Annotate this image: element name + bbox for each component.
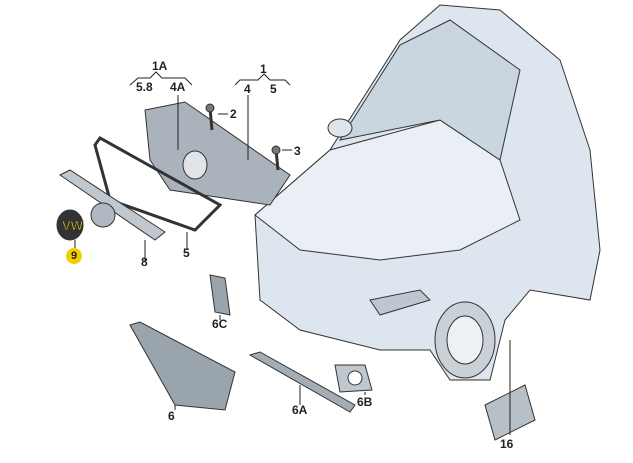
grille-upper: [144, 101, 291, 206]
label-6: 6: [168, 409, 175, 423]
label-5-top: 5: [270, 82, 277, 96]
label-1: 1: [260, 62, 267, 76]
label-2: 2: [230, 107, 237, 121]
car-windshield: [338, 19, 521, 161]
svg-text:VW: VW: [62, 218, 84, 233]
bracket: [209, 274, 231, 316]
label-16: 16: [500, 437, 514, 451]
grille-trim: [59, 169, 166, 241]
lower-grille: [129, 321, 236, 411]
label-8: 8: [141, 255, 148, 269]
lower-strip: [248, 351, 356, 413]
label-1A: 1A: [152, 59, 168, 73]
label-6C: 6C: [212, 317, 228, 331]
label-9-badge: 9: [66, 248, 82, 264]
label-6B: 6B: [357, 395, 373, 409]
grille-frame: [93, 136, 223, 232]
label-4A: 4A: [170, 80, 186, 94]
label-5-8: 5.8: [136, 80, 153, 94]
label-3: 3: [294, 144, 301, 158]
car-hood: [254, 119, 521, 261]
label-6A: 6A: [292, 403, 308, 417]
vw-emblem: [56, 209, 84, 241]
car-headlight: [369, 289, 431, 316]
label-4: 4: [244, 82, 251, 96]
label-5: 5: [183, 246, 190, 260]
